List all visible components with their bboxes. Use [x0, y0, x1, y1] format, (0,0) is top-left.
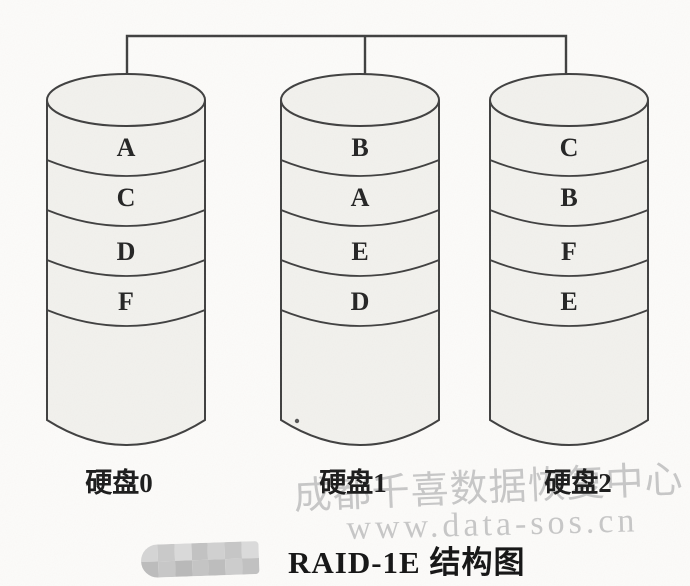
censor-cell [190, 542, 209, 560]
censor-cell [207, 542, 226, 560]
censor-cell [157, 560, 176, 578]
censor-cell [208, 558, 226, 576]
censor-cell [225, 558, 243, 576]
censor-cell [224, 541, 243, 559]
censor-cell [157, 543, 175, 561]
censor-cell [174, 559, 193, 577]
censor-cell [242, 557, 260, 575]
censor-cell [174, 543, 192, 561]
censored-stamp [140, 540, 260, 579]
censor-cell [241, 540, 259, 559]
censor-cell [191, 559, 209, 577]
